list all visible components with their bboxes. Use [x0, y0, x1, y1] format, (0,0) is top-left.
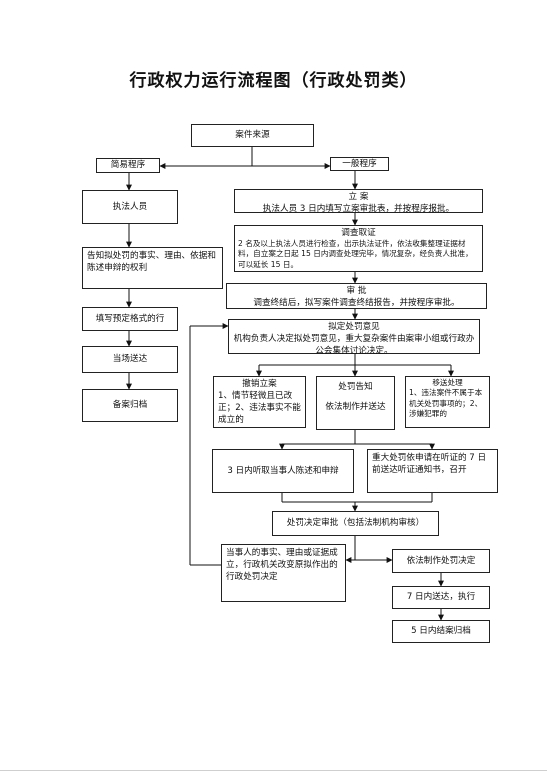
- withdraw-filing-box: 撤销立案 1、情节轻微且已改正；2、违法事实不能成立的: [213, 376, 306, 428]
- transfer-text: 1、违法案件不属于本机关处罚事项的；2、涉嫌犯罪的: [409, 388, 483, 418]
- investigation-title: 调查取证: [341, 228, 376, 238]
- approval-text: 调查终结后，拟写案件调查终结报告，并按程序审批。: [253, 298, 460, 309]
- reconsider-box: 当事人的事实、理由或证据成立，行政机关改变原拟作出的行政处罚决定: [221, 544, 346, 602]
- investigation-box: 调查取证 2 名及以上执法人员进行检查，出示执法证件，依法收集整理证据材料，自立…: [234, 225, 483, 272]
- decision-review-box: 处罚决定审批（包括法制机构审核）: [272, 511, 439, 536]
- case-archive-box: 5 日内结案归档: [392, 620, 490, 643]
- filing-title: 立 案: [348, 192, 369, 202]
- page-bottom-divider: [0, 770, 547, 771]
- transfer-box: 移送处理 1、违法案件不属于本机关处罚事项的；2、涉嫌犯罪的: [405, 376, 490, 428]
- filing-box: 立 案 执法人员 3 日内填写立案审批表，并按程序报批。: [234, 189, 483, 215]
- deliver-execute-box: 7 日内送达，执行: [392, 586, 490, 609]
- simple-procedure-label: 简易程序: [110, 160, 146, 171]
- investigation-text: 2 名及以上执法人员进行检查，出示执法证件，依法收集整理证据材料，自立案之日起 …: [238, 239, 473, 269]
- proposal-title: 拟定处罚意见: [328, 322, 380, 332]
- withdraw-title: 撤销立案: [242, 379, 277, 389]
- case-source-box: 案件来源: [191, 124, 314, 147]
- simple-procedure-box: 简易程序: [96, 158, 160, 173]
- page-title: 行政权力运行流程图（行政处罚类）: [129, 71, 418, 91]
- simple-step-deliver: 当场送达: [82, 346, 178, 373]
- proposal-text: 机构负责人决定拟处罚意见，重大复杂案件由案审小组或行政办公会集体讨论决定。: [233, 334, 475, 357]
- general-procedure-box: 一般程序: [330, 157, 389, 171]
- case-source-label: 案件来源: [235, 130, 270, 141]
- notice-title: 处罚告知: [338, 382, 373, 392]
- approval-title: 审 批: [346, 286, 367, 296]
- filing-text: 执法人员 3 日内填写立案审批表，并按程序报批。: [262, 204, 455, 215]
- simple-step-archive: 备案归档: [82, 389, 178, 422]
- make-decision-box: 依法制作处罚决定: [392, 549, 490, 573]
- major-hearing-box: 重大处罚依申请在听证的 7 日前送达听证通知书，召开: [367, 449, 498, 493]
- general-procedure-label: 一般程序: [342, 158, 377, 169]
- notice-text: 依法制作并送达: [325, 402, 386, 413]
- simple-step-officer: 执法人员: [82, 190, 178, 224]
- transfer-title: 移送处理: [432, 378, 463, 387]
- hearing-statement-box: 3 日内听取当事人陈述和申辩: [212, 449, 354, 493]
- simple-step-fill-form: 填写预定格式的行: [82, 307, 178, 331]
- withdraw-text: 1、情节轻微且已改正；2、违法事实不能成立的: [218, 391, 301, 426]
- simple-step-inform: 告知拟处罚的事实、理由、依据和陈述申辩的权利: [82, 247, 223, 289]
- penalty-notice-box: 处罚告知 依法制作并送达: [316, 376, 395, 430]
- approval-box: 审 批 调查终结后，拟写案件调查终结报告，并按程序审批。: [226, 283, 487, 309]
- proposal-box: 拟定处罚意见 机构负责人决定拟处罚意见，重大复杂案件由案审小组或行政办公会集体讨…: [228, 319, 480, 357]
